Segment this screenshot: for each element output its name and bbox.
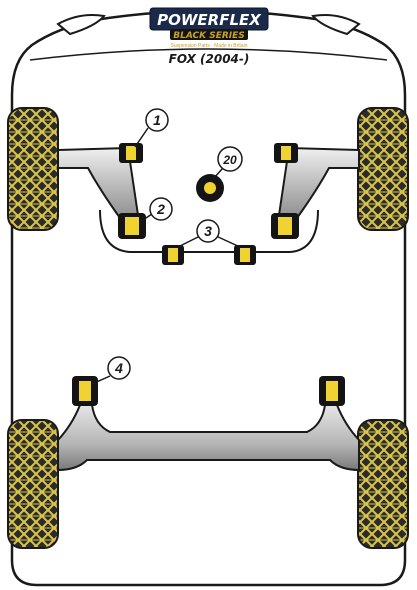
callout-1-label: 1 bbox=[153, 112, 161, 128]
bush-2-right bbox=[271, 213, 299, 239]
bush-1-left bbox=[119, 143, 143, 163]
brand-series: BLACK SERIES bbox=[173, 31, 245, 41]
car-body-outline bbox=[10, 9, 407, 587]
callout-20-label: 20 bbox=[222, 153, 237, 167]
front-left-tyre bbox=[7, 107, 59, 231]
callout-3-leader-right bbox=[215, 235, 241, 248]
powerflex-logo: POWERFLEX BLACK SERIES Suspension Parts … bbox=[149, 7, 269, 49]
bush-2-left bbox=[118, 213, 146, 239]
bush-3-left bbox=[162, 245, 184, 265]
bush-4-left bbox=[72, 376, 98, 406]
bush-3-right bbox=[234, 245, 256, 265]
callout-4-label: 4 bbox=[114, 360, 123, 376]
callout-1-leader bbox=[134, 127, 149, 148]
front-bulkhead bbox=[29, 48, 388, 61]
rear-right-tyre bbox=[357, 419, 409, 549]
callout-20: 20 bbox=[217, 146, 243, 172]
callout-1: 1 bbox=[145, 108, 169, 132]
callout-3-label: 3 bbox=[204, 223, 212, 239]
callout-3: 3 bbox=[196, 219, 220, 243]
callout-4: 4 bbox=[107, 356, 131, 380]
front-subframe bbox=[99, 209, 319, 253]
callout-4-leader bbox=[91, 375, 111, 385]
callout-20-leader bbox=[212, 167, 224, 180]
right-mirror bbox=[311, 14, 361, 36]
callout-2: 2 bbox=[149, 197, 173, 221]
brand-tagline: Suspension Parts · Made in Britain bbox=[171, 43, 248, 49]
bush-4-right bbox=[319, 376, 345, 406]
model-title: FOX (2004-) bbox=[169, 52, 250, 66]
rear-left-tyre bbox=[7, 419, 59, 549]
left-mirror bbox=[56, 14, 106, 36]
callout-3-leader-left bbox=[177, 235, 201, 248]
front-right-tyre bbox=[357, 107, 409, 231]
bush-1-right bbox=[274, 143, 298, 163]
callout-2-leader bbox=[139, 213, 153, 223]
callout-2-label: 2 bbox=[156, 201, 165, 217]
bush-20-mount bbox=[196, 174, 224, 202]
brand-name: POWERFLEX bbox=[157, 11, 262, 29]
